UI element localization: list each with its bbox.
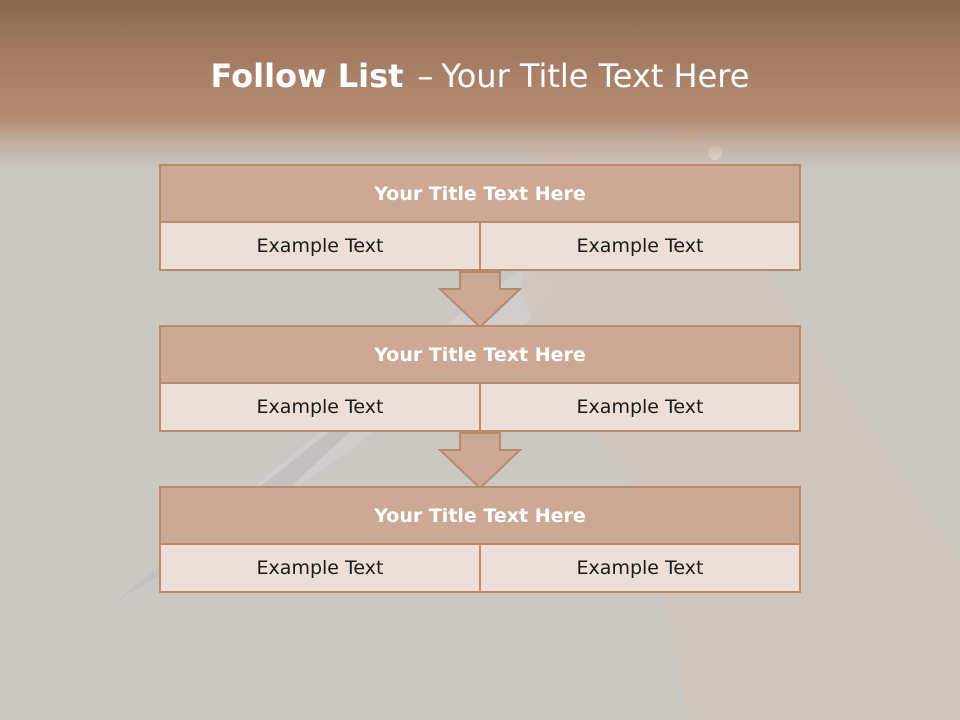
- down-arrow-2: [438, 432, 522, 490]
- block-3-title: Your Title Text Here: [159, 486, 801, 545]
- slide-title: Follow List–Your Title Text Here: [0, 56, 960, 96]
- down-arrow-1: [438, 271, 522, 329]
- block-1-cell-right: Example Text: [479, 221, 801, 271]
- slide-title-bold: Follow List: [210, 57, 404, 95]
- block-1-cell-left: Example Text: [159, 221, 481, 271]
- block-1-title: Your Title Text Here: [159, 164, 801, 223]
- block-2-cell-right: Example Text: [479, 382, 801, 432]
- block-2-cell-left: Example Text: [159, 382, 481, 432]
- slide-title-rest: Your Title Text Here: [441, 57, 750, 95]
- block-3-cell-left: Example Text: [159, 543, 481, 593]
- block-2-title: Your Title Text Here: [159, 325, 801, 384]
- block-3-cell-right: Example Text: [479, 543, 801, 593]
- slide-title-separator: –: [417, 57, 434, 95]
- title-banner: [0, 0, 960, 170]
